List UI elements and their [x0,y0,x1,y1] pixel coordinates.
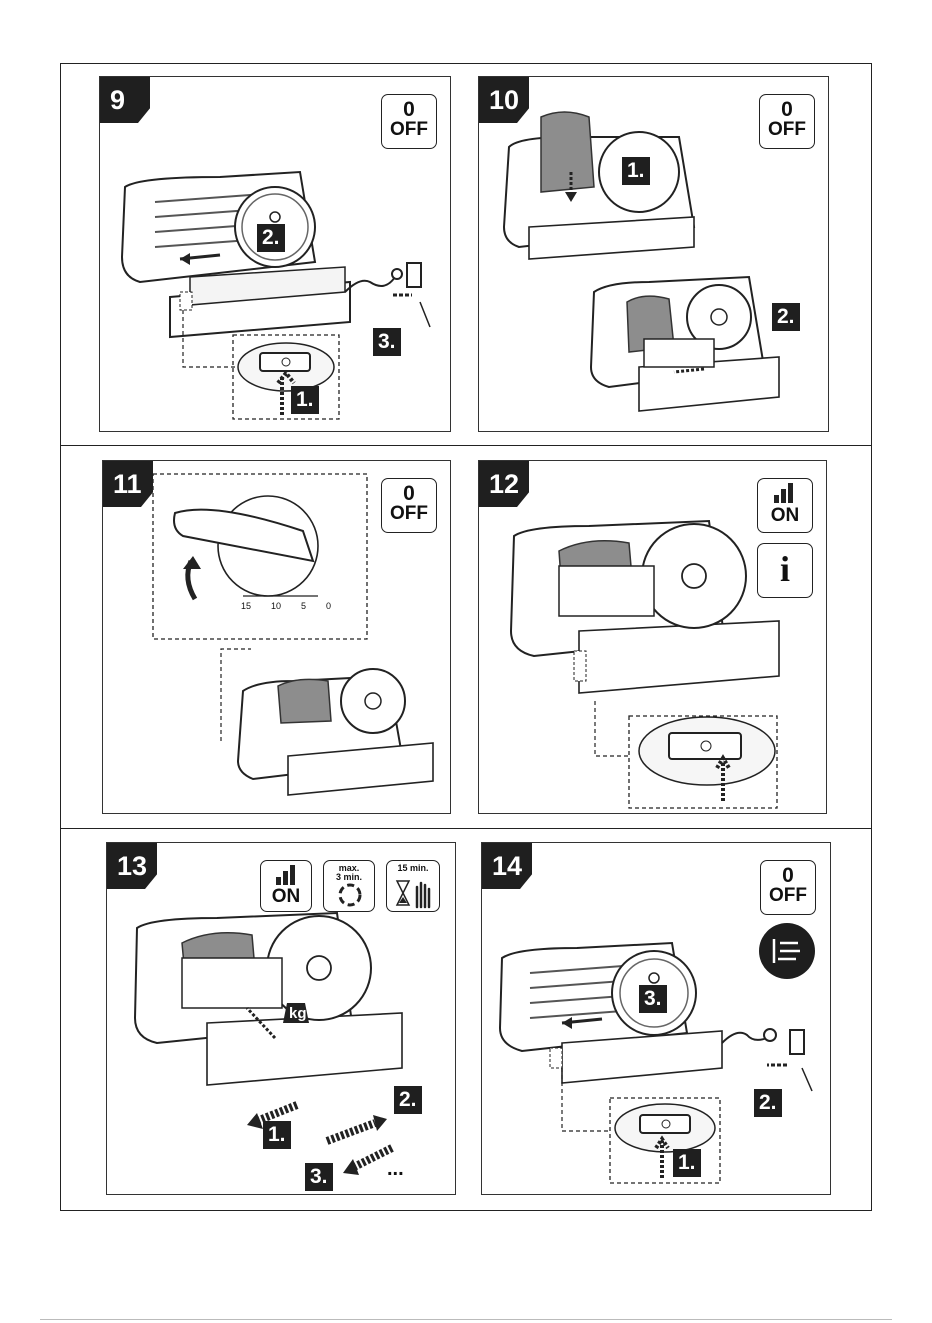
label-step-2: 2. [754,1089,782,1117]
label-step-2: 2. [394,1086,422,1114]
row-divider-2 [60,828,872,829]
slicer-illustration [482,843,831,1195]
label-step-2: 2. [257,224,285,252]
slicer-illustration [100,77,451,432]
step-12-panel: 12 ON i [478,460,827,814]
label-step-1: 1. [673,1149,701,1177]
thickness-knob-illustration [103,461,451,814]
row-divider-1 [60,445,872,446]
label-step-1: 1. [263,1121,291,1149]
slicer-illustration [479,77,829,432]
label-step-2: 2. [772,303,800,331]
label-step-3: 3. [639,985,667,1013]
label-step-1: 1. [291,386,319,414]
label-step-3: 3. [373,328,401,356]
label-step-3: 3. [305,1163,333,1191]
label-step-1: 1. [622,157,650,185]
page-footer-line [40,1319,892,1320]
slicer-illustration [479,461,827,814]
step-13-panel: 13 ON max. 3 min. 15 min. [106,842,456,1195]
ellipsis: ... [387,1158,404,1181]
weight-label: kg [289,1005,307,1022]
